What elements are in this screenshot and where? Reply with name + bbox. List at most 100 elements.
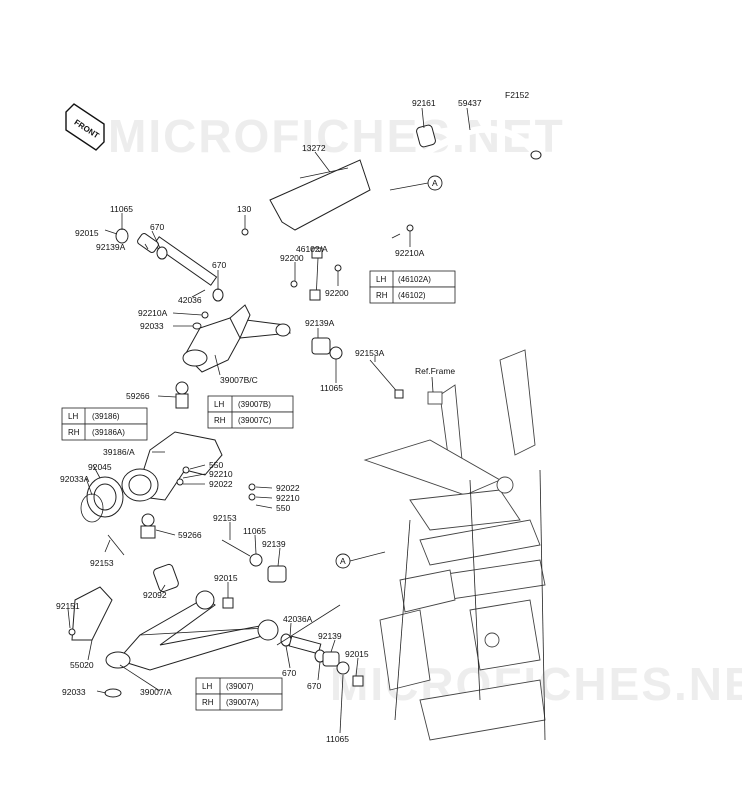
label-55020: 55020 [70, 660, 94, 670]
svg-text:LH: LH [68, 412, 78, 421]
label-39007bc: 39007B/C [220, 375, 258, 385]
nut-92033 [192, 322, 202, 330]
label-59266b: 59266 [178, 530, 202, 540]
label-92139b: 92139 [318, 631, 342, 641]
nut-92033b [104, 688, 122, 698]
label-92022: 92022 [209, 479, 233, 489]
label-59437: 59437 [458, 98, 482, 108]
label-550b: 550 [276, 503, 290, 513]
label-92151: 92151 [56, 601, 80, 611]
bolt-92153b [107, 534, 125, 556]
washer-11065 [115, 228, 129, 244]
side-table-46102: LH (46102A) RH (46102) [369, 270, 456, 304]
svg-text:(46102A): (46102A) [398, 275, 431, 284]
label-46102a: 46102/A [296, 244, 328, 254]
vehicle-frame [363, 349, 546, 741]
label-670b: 670 [212, 260, 226, 270]
bolt-92153a [369, 359, 401, 396]
label-92139a: 92139A [96, 242, 126, 252]
label-92161: 92161 [412, 98, 436, 108]
label-92210ab: 92210A [138, 308, 168, 318]
sleeve-92139ab [311, 337, 331, 355]
svg-text:LH: LH [202, 682, 212, 691]
label-13272: 13272 [302, 143, 326, 153]
collar-670 [156, 246, 168, 260]
label-92200b: 92200 [325, 288, 349, 298]
svg-text:A: A [340, 556, 346, 566]
svg-text:(39007): (39007) [226, 682, 254, 691]
label-92045: 92045 [88, 462, 112, 472]
svg-text:RH: RH [214, 416, 226, 425]
svg-text:(39186A): (39186A) [92, 428, 125, 437]
lower-a-arm [105, 590, 279, 671]
label-92139: 92139 [262, 539, 286, 549]
label-92200: 92200 [280, 253, 304, 263]
callout-a-top: A [389, 175, 443, 191]
watermark-top: MICROFICHES.NET [108, 110, 565, 162]
side-table-39186: LH (39186) RH (39186A) [61, 407, 148, 441]
ball-joint-lower [140, 513, 156, 539]
label-11065: 11065 [110, 204, 133, 214]
guard-55020 [71, 586, 113, 641]
label-39186a: 39186/A [103, 447, 135, 457]
svg-text:LH: LH [376, 275, 386, 284]
steering-knuckle [80, 431, 223, 523]
figure-code: F2152 [505, 90, 529, 100]
svg-text:RH: RH [202, 698, 214, 707]
svg-text:(46102): (46102) [398, 291, 426, 300]
bracket-13272 [269, 159, 371, 231]
side-table-39007: LH (39007) RH (39007A) [195, 677, 283, 711]
collar-670b [212, 288, 224, 302]
label-42036a: 42036A [283, 614, 313, 624]
label-92139ab: 92139A [305, 318, 335, 328]
label-92210: 92210 [209, 469, 233, 479]
label-42036: 42036 [178, 295, 202, 305]
svg-text:(39007B): (39007B) [238, 400, 271, 409]
part-labels: 92161 59437 13272 11065 670 92015 92139A… [56, 98, 482, 744]
svg-text:(39186): (39186) [92, 412, 120, 421]
callout-a-bottom: A [335, 551, 386, 569]
label-92033a: 92033A [60, 474, 90, 484]
label-670d: 670 [307, 681, 321, 691]
shaft-42036a [288, 635, 322, 655]
svg-text:(39007C): (39007C) [238, 416, 272, 425]
svg-text:(39007A): (39007A) [226, 698, 259, 707]
bushing-92092 [153, 563, 179, 593]
sleeve-92139 [267, 565, 287, 583]
label-92210a: 92210A [395, 248, 425, 258]
svg-text:RH: RH [376, 291, 388, 300]
front-arrow-icon: FRONT [65, 103, 105, 151]
side-table-39007bc: LH (39007B) RH (39007C) [207, 395, 294, 429]
label-92022b: 92022 [276, 483, 300, 493]
bolt-92153c [221, 539, 251, 557]
label-92153b: 92153 [90, 558, 114, 568]
label-92015: 92015 [75, 228, 99, 238]
label-11065c: 11065 [243, 526, 266, 536]
stabilizer-bar [371, 125, 542, 244]
svg-text:A: A [432, 178, 438, 188]
upper-a-arm [182, 304, 291, 373]
label-39007a: 39007/A [140, 687, 172, 697]
shaft-42036 [152, 236, 218, 286]
nut-92210a [201, 311, 209, 319]
label-92015b: 92015 [214, 573, 238, 583]
label-92033: 92033 [140, 321, 164, 331]
bushing-92161 [416, 124, 436, 148]
label-92015c: 92015 [345, 649, 369, 659]
label-92092: 92092 [143, 590, 167, 600]
ref-frame-label: Ref.Frame [415, 366, 455, 376]
ball-joint-upper [175, 381, 189, 409]
svg-text:RH: RH [68, 428, 80, 437]
label-670c: 670 [282, 668, 296, 678]
label-92153: 92153 [213, 513, 237, 523]
label-550: 550 [209, 460, 223, 470]
label-59266: 59266 [126, 391, 150, 401]
leader-lines [67, 107, 471, 734]
label-11065b: 11065 [320, 383, 343, 393]
label-130: 130 [237, 204, 251, 214]
label-670: 670 [150, 222, 164, 232]
label-92210b: 92210 [276, 493, 300, 503]
sleeve-92139a [137, 233, 159, 253]
